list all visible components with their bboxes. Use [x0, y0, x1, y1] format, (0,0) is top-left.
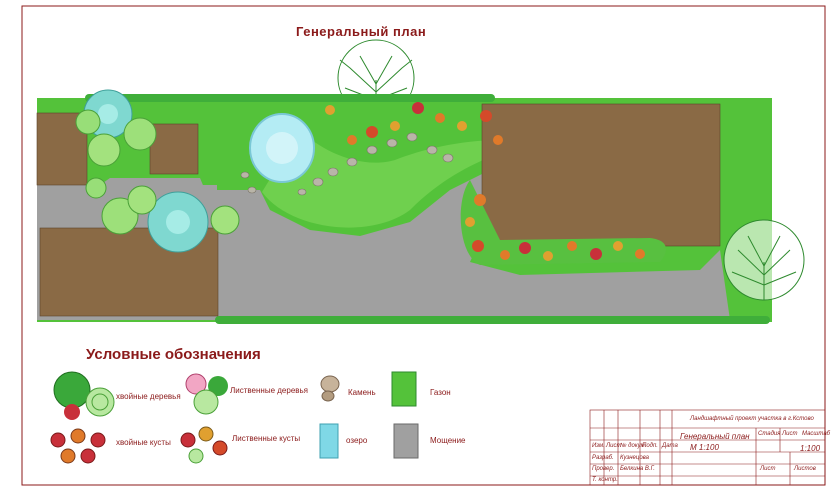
stamp-bottom-list: Лист — [760, 466, 776, 472]
conifer-trees-top — [75, 89, 157, 167]
legend-label-deciduous-shrubs: Лиственные кусты — [232, 434, 301, 443]
legend-label-paving: Мощение — [430, 436, 466, 445]
paving-swatch-icon — [393, 423, 419, 459]
legend-icons — [50, 371, 419, 464]
hedge-top — [85, 94, 495, 102]
stamp-row-razrab: Разраб. — [592, 455, 614, 461]
plan-title: Генеральный план — [296, 24, 427, 39]
title-block — [589, 409, 826, 486]
building-small — [149, 123, 199, 175]
stamp-name-1: Кузнецова — [620, 455, 650, 461]
stamp-row-prover: Провер. — [592, 466, 615, 472]
stamp-row-tkontr: Т. контр. — [592, 477, 618, 483]
tree-outline-right — [723, 219, 805, 301]
conifer-tree-icon — [53, 371, 91, 409]
legend-title: Условные обозначения — [86, 346, 261, 363]
conifer-trees-middle — [85, 177, 240, 253]
stamp-scale-big: 1:100 — [800, 444, 821, 453]
legend-label-lawn: Газон — [430, 388, 451, 397]
building-house — [481, 103, 721, 247]
lawn-curve — [262, 130, 500, 228]
stamp-col-sign: Подп. — [642, 443, 658, 449]
legend-label-deciduous-trees: Лиственные деревья — [230, 386, 309, 395]
stamp-bottom-lists: Листов — [794, 466, 816, 472]
stamp-col-list: Лист — [606, 443, 622, 449]
sheet-frame — [21, 5, 826, 486]
stamp-col-date: Дата — [662, 443, 678, 449]
stamp-name-2: Белкина В.Г. — [620, 466, 655, 472]
stamp-head-scale: Масштаб — [802, 431, 831, 437]
stamp-head-sheet: Лист — [782, 431, 798, 437]
stamp-col-izm: Изм. — [592, 443, 605, 449]
stepping-stones — [240, 132, 454, 196]
stamp-project: Ландшафтный проект участка в г.Кстово — [690, 416, 814, 422]
stamp-col-doc: № докум. — [620, 443, 647, 449]
pond-swatch-icon — [319, 423, 339, 459]
hedge-bottom — [215, 316, 770, 324]
legend-label-stone: Камень — [348, 388, 376, 397]
deciduous-shrub-icon — [180, 426, 228, 464]
stamp-scale: М 1:100 — [690, 443, 719, 452]
stone-icon — [320, 375, 340, 393]
stamp-sheet-title: Генеральный план — [680, 432, 750, 441]
lawn-swatch-icon — [391, 371, 417, 407]
legend-label-pond: озеро — [346, 436, 368, 445]
flower-bed-top — [325, 102, 503, 145]
legend-label-conifer-trees: хвойные деревья — [116, 392, 181, 401]
conifer-shrub-icon — [50, 428, 106, 464]
legend-label-conifer-shrubs: хвойные кусты — [116, 438, 171, 447]
deciduous-tree-icon — [185, 373, 207, 395]
flower-bed-house — [460, 180, 666, 265]
stamp-head-stage: Стадия — [758, 431, 781, 437]
buildings — [36, 103, 721, 317]
